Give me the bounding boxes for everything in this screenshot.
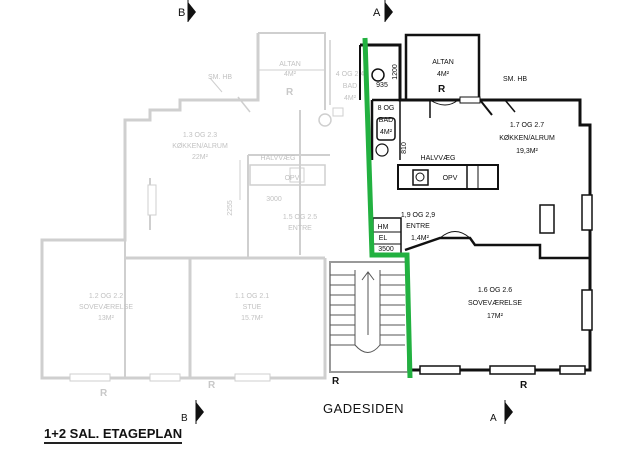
entre-sub: ENTRE bbox=[406, 223, 430, 230]
el-label: EL bbox=[379, 235, 388, 242]
faded-stue-area: 15.7M² bbox=[241, 315, 263, 322]
faded-opv: OPV bbox=[285, 175, 300, 182]
r-mark: R bbox=[286, 87, 294, 98]
entre-name: 1,9 OG 2,9 bbox=[401, 212, 435, 219]
dim-3500: 3500 bbox=[378, 246, 394, 253]
faded-dim-3000: 3000 bbox=[266, 196, 282, 203]
dim-1200: 1200 bbox=[392, 64, 399, 80]
apartment-divider-line bbox=[362, 37, 413, 379]
faded-sm-hb: SM. HB bbox=[208, 74, 232, 81]
kitchen-area: 19,3M² bbox=[516, 148, 538, 155]
entre-area: 1,4M² bbox=[411, 235, 430, 242]
bad-name: 8 OG bbox=[378, 105, 395, 112]
kitchen-name: 1.7 OG 2.7 bbox=[510, 122, 544, 129]
staircase bbox=[329, 261, 409, 373]
altan-name: ALTAN bbox=[432, 59, 454, 66]
faded-altan-name: ALTAN bbox=[279, 61, 301, 68]
dim-810: 810 bbox=[401, 142, 408, 154]
section-b-top: B bbox=[178, 7, 185, 19]
faded-kitchen-area: 22M² bbox=[192, 154, 209, 161]
section-a-top: A bbox=[373, 7, 381, 19]
faded-kitchen-sub: KØKKEN/ALRUM bbox=[172, 143, 228, 150]
halvvaeg-label: HALVVÆG bbox=[421, 155, 456, 162]
r-mark: R bbox=[520, 380, 528, 391]
sm-hb: SM. HB bbox=[503, 76, 527, 83]
kitchen-sub: KØKKEN/ALRUM bbox=[499, 135, 555, 142]
opv-label: OPV bbox=[443, 175, 458, 182]
highlighted-apartment: ALTAN 4M² SM. HB 1200 935 8 OG BAD 4M² 8… bbox=[359, 33, 593, 375]
faded-bedroom-name: 1.2 OG 2.2 bbox=[89, 293, 123, 300]
section-markers: B A B A bbox=[178, 0, 513, 424]
faded-bedroom-area: 13M² bbox=[98, 315, 115, 322]
faded-apartment: ALTAN 4M² SM. HB 4 OG 2.4 BAD 4M² 1.3 OG… bbox=[40, 32, 365, 382]
r-mark: R bbox=[208, 380, 216, 391]
r-mark: R bbox=[438, 84, 446, 95]
bedroom-name: 1.6 OG 2.6 bbox=[478, 287, 512, 294]
section-b-bottom: B bbox=[181, 413, 188, 424]
street-label: GADESIDEN bbox=[323, 401, 405, 416]
hm-label: HM bbox=[378, 224, 389, 231]
faded-entre-name: 1.5 OG 2.5 bbox=[283, 214, 317, 221]
bad-area: 4M² bbox=[380, 129, 393, 136]
faded-stue-sub: STUE bbox=[243, 304, 262, 311]
faded-bedroom-sub: SOVEVÆRELSE bbox=[79, 304, 133, 311]
bedroom-sub: SOVEVÆRELSE bbox=[468, 300, 522, 307]
faded-altan-area: 4M² bbox=[284, 71, 297, 78]
faded-halvvaeg: HALVVÆG bbox=[261, 155, 296, 162]
bad-sub: BAD bbox=[379, 117, 393, 124]
faded-kitchen-name: 1.3 OG 2.3 bbox=[183, 132, 217, 139]
faded-bad-area: 4M² bbox=[344, 95, 357, 102]
r-mark: R bbox=[100, 388, 108, 399]
faded-entre-sub: ENTRE bbox=[288, 225, 312, 232]
r-mark: R bbox=[332, 376, 340, 387]
faded-stue-name: 1.1 OG 2.1 bbox=[235, 293, 269, 300]
r-marks: R R R R R R bbox=[100, 84, 528, 399]
dim-935: 935 bbox=[376, 82, 388, 89]
faded-bad-sub: BAD bbox=[343, 83, 357, 90]
altan-area: 4M² bbox=[437, 71, 450, 78]
faded-dim-2255: 2255 bbox=[227, 200, 234, 216]
plan-title: 1+2 SAL. ETAGEPLAN bbox=[44, 426, 183, 444]
faded-bad-name: 4 OG 2.4 bbox=[336, 71, 365, 78]
bedroom-area: 17M² bbox=[487, 313, 504, 320]
section-a-bottom: A bbox=[490, 413, 497, 424]
